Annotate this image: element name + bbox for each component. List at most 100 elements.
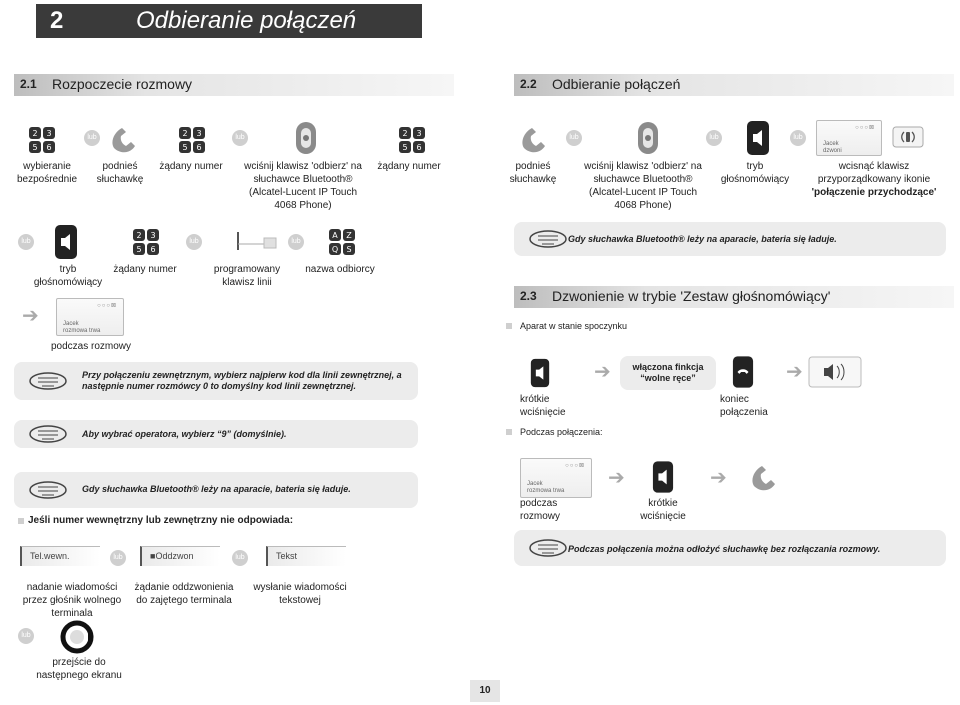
keypad-icon: 2 3 5 6 bbox=[29, 127, 55, 153]
label-wyslanie: wysłanie wiadomości tekstowej bbox=[253, 582, 347, 606]
aparat-text: Aparat w stanie spoczynku bbox=[520, 321, 628, 331]
note-odloz: Podczas połączenia można odłożyć słuchaw… bbox=[514, 530, 946, 566]
note-text: Gdy słuchawka Bluetooth® leży na aparaci… bbox=[568, 234, 837, 244]
label-wybieranie: wybieranie bezpośrednie bbox=[16, 161, 78, 185]
label-polaczenie-przychodzace: 'połączenie przychodzące' bbox=[811, 187, 937, 198]
note-operator: Aby wybrać operatora, wybierz “9” (domyś… bbox=[14, 420, 418, 448]
hands-free-box: włączona finkcja “wolne ręce” bbox=[620, 356, 716, 390]
navigator-icon[interactable] bbox=[60, 620, 94, 654]
lub-badge: lub bbox=[186, 234, 202, 250]
arrow-icon: ➔ bbox=[786, 361, 803, 383]
line-key-icon bbox=[237, 232, 277, 250]
screen-caller-name: Jacek bbox=[63, 321, 79, 327]
phone-screen: ○○○⊠ Jacek rozmowa trwa bbox=[56, 298, 124, 336]
section-title: Rozpoczecie rozmowy bbox=[52, 76, 193, 92]
svg-text:6: 6 bbox=[416, 143, 421, 152]
speaker-key-icon bbox=[747, 121, 769, 155]
keypad-icon: 2 3 5 6 bbox=[133, 229, 159, 255]
svg-text:3: 3 bbox=[416, 129, 421, 138]
softkey-label: Oddzwon bbox=[155, 551, 194, 561]
arrow-icon: ➔ bbox=[608, 467, 625, 489]
label-podnies: podnieś słuchawkę bbox=[96, 161, 144, 185]
chapter-number: 2 bbox=[50, 7, 64, 34]
svg-text:2: 2 bbox=[402, 129, 407, 138]
label-nazwa-odbiorcy: nazwa odbiorcy bbox=[305, 264, 375, 275]
svg-text:6: 6 bbox=[196, 143, 201, 152]
svg-text:5: 5 bbox=[402, 143, 407, 152]
note-text: Aby wybrać operatora, wybierz “9” (domyś… bbox=[82, 429, 287, 439]
note-icon bbox=[529, 230, 567, 248]
screen-indicators: ○○○⊠ bbox=[855, 125, 875, 131]
screen-caller-name: Jacek bbox=[527, 481, 543, 487]
keypad-icon: 2 3 5 6 bbox=[399, 127, 425, 153]
bullet-icon bbox=[506, 323, 512, 329]
label-podnies: podnieś słuchawkę bbox=[509, 161, 557, 185]
speaker-key-icon bbox=[55, 225, 77, 259]
label-podczas-rozmowy: podczas rozmowy bbox=[520, 498, 561, 522]
bullet-icon bbox=[18, 518, 24, 524]
svg-text:5: 5 bbox=[32, 143, 37, 152]
label-krotkie: krótkie wciśnięcie bbox=[640, 498, 686, 522]
note-icon bbox=[29, 425, 67, 443]
lub-badge: lub bbox=[18, 234, 34, 250]
softkey-oddzwon[interactable]: ■Oddzwon bbox=[140, 546, 220, 566]
svg-text:6: 6 bbox=[46, 143, 51, 152]
alpha-keypad-icon: A Z Q S bbox=[329, 229, 355, 255]
section-number: 2.2 bbox=[520, 77, 537, 91]
lub-badge: lub bbox=[566, 130, 582, 146]
end-call-key-icon bbox=[732, 356, 754, 388]
bluetooth-headset-icon bbox=[296, 122, 316, 154]
svg-text:S: S bbox=[346, 245, 351, 254]
label-wcisnij-odbierz: wciśnij klawisz 'odbierz' na słuchawce B… bbox=[244, 161, 362, 211]
label-koniec: koniec połączenia bbox=[720, 394, 768, 418]
phone-screen-incoming: ○○○⊠ Jacek dzwoni bbox=[816, 120, 882, 156]
svg-text:3: 3 bbox=[150, 231, 155, 240]
svg-text:6: 6 bbox=[150, 245, 155, 254]
softkey-tel-wewn[interactable]: Tel.wewn. bbox=[20, 546, 100, 566]
page-number: 10 bbox=[470, 680, 500, 702]
lub-badge: lub bbox=[18, 628, 34, 644]
svg-text:2: 2 bbox=[32, 129, 37, 138]
speaker-key-icon bbox=[652, 461, 674, 493]
note-icon bbox=[29, 481, 67, 499]
chapter-title: Odbieranie połączeń bbox=[136, 7, 357, 34]
label-krotkie: krótkie wciśnięcie bbox=[520, 394, 566, 418]
label-nadanie: nadanie wiadomości przez głośnik wolnego… bbox=[22, 582, 122, 619]
speaker-key-icon bbox=[530, 358, 550, 388]
chapter-header: 2 Odbieranie połączeń bbox=[36, 4, 422, 38]
label-zadanie: żądanie oddzwonienia do zajętego termina… bbox=[134, 582, 234, 606]
svg-text:5: 5 bbox=[136, 245, 141, 254]
lub-badge: lub bbox=[232, 130, 248, 146]
note-icon bbox=[29, 372, 67, 390]
softkey-tekst[interactable]: Tekst bbox=[266, 546, 346, 566]
incoming-call-icon[interactable] bbox=[892, 126, 924, 148]
section-title: Dzwonienie w trybie 'Zestaw głośnomówiąc… bbox=[552, 288, 831, 304]
section-2-1-header: 2.1 Rozpoczecie rozmowy bbox=[14, 74, 454, 96]
lub-badge: lub bbox=[288, 234, 304, 250]
handset-icon bbox=[522, 128, 545, 153]
label-wcisnac-text: wcisnąć klawisz przyporządkowany ikonie bbox=[817, 161, 931, 185]
lub-badge: lub bbox=[790, 130, 806, 146]
note-external-call: Przy połączeniu zewnętrznym, wybierz naj… bbox=[14, 362, 418, 400]
section-title: Odbieranie połączeń bbox=[552, 76, 681, 92]
label-tryb: tryb głośnomówiący bbox=[33, 264, 103, 288]
svg-text:5: 5 bbox=[182, 143, 187, 152]
bullet-icon bbox=[506, 429, 512, 435]
lub-badge: lub bbox=[232, 550, 248, 566]
section-2-3-header: 2.3 Dzwonienie w trybie 'Zestaw głośnomó… bbox=[514, 286, 954, 308]
lub-badge: lub bbox=[84, 130, 100, 146]
screen-caller-name: Jacek bbox=[823, 141, 839, 147]
arrow-icon: ➔ bbox=[22, 305, 39, 327]
svg-text:2: 2 bbox=[136, 231, 141, 240]
label-tryb: tryb głośnomówiący bbox=[720, 161, 790, 185]
label-zadany-numer: żądany numer bbox=[377, 161, 441, 172]
note-text: Gdy słuchawka Bluetooth® leży na aparaci… bbox=[82, 484, 351, 494]
phone-screen: ○○○⊠ Jacek rozmowa trwa bbox=[520, 458, 592, 498]
speaker-on-icon bbox=[808, 356, 862, 388]
podczas-polaczenia-text: Podczas połączenia: bbox=[520, 427, 603, 437]
screen-status: rozmowa trwa bbox=[63, 328, 101, 334]
screen-indicators: ○○○⊠ bbox=[97, 303, 117, 309]
handset-icon bbox=[112, 128, 135, 153]
label-zadany-numer: żądany numer bbox=[113, 264, 177, 275]
section-2-2-header: 2.2 Odbieranie połączeń bbox=[514, 74, 954, 96]
